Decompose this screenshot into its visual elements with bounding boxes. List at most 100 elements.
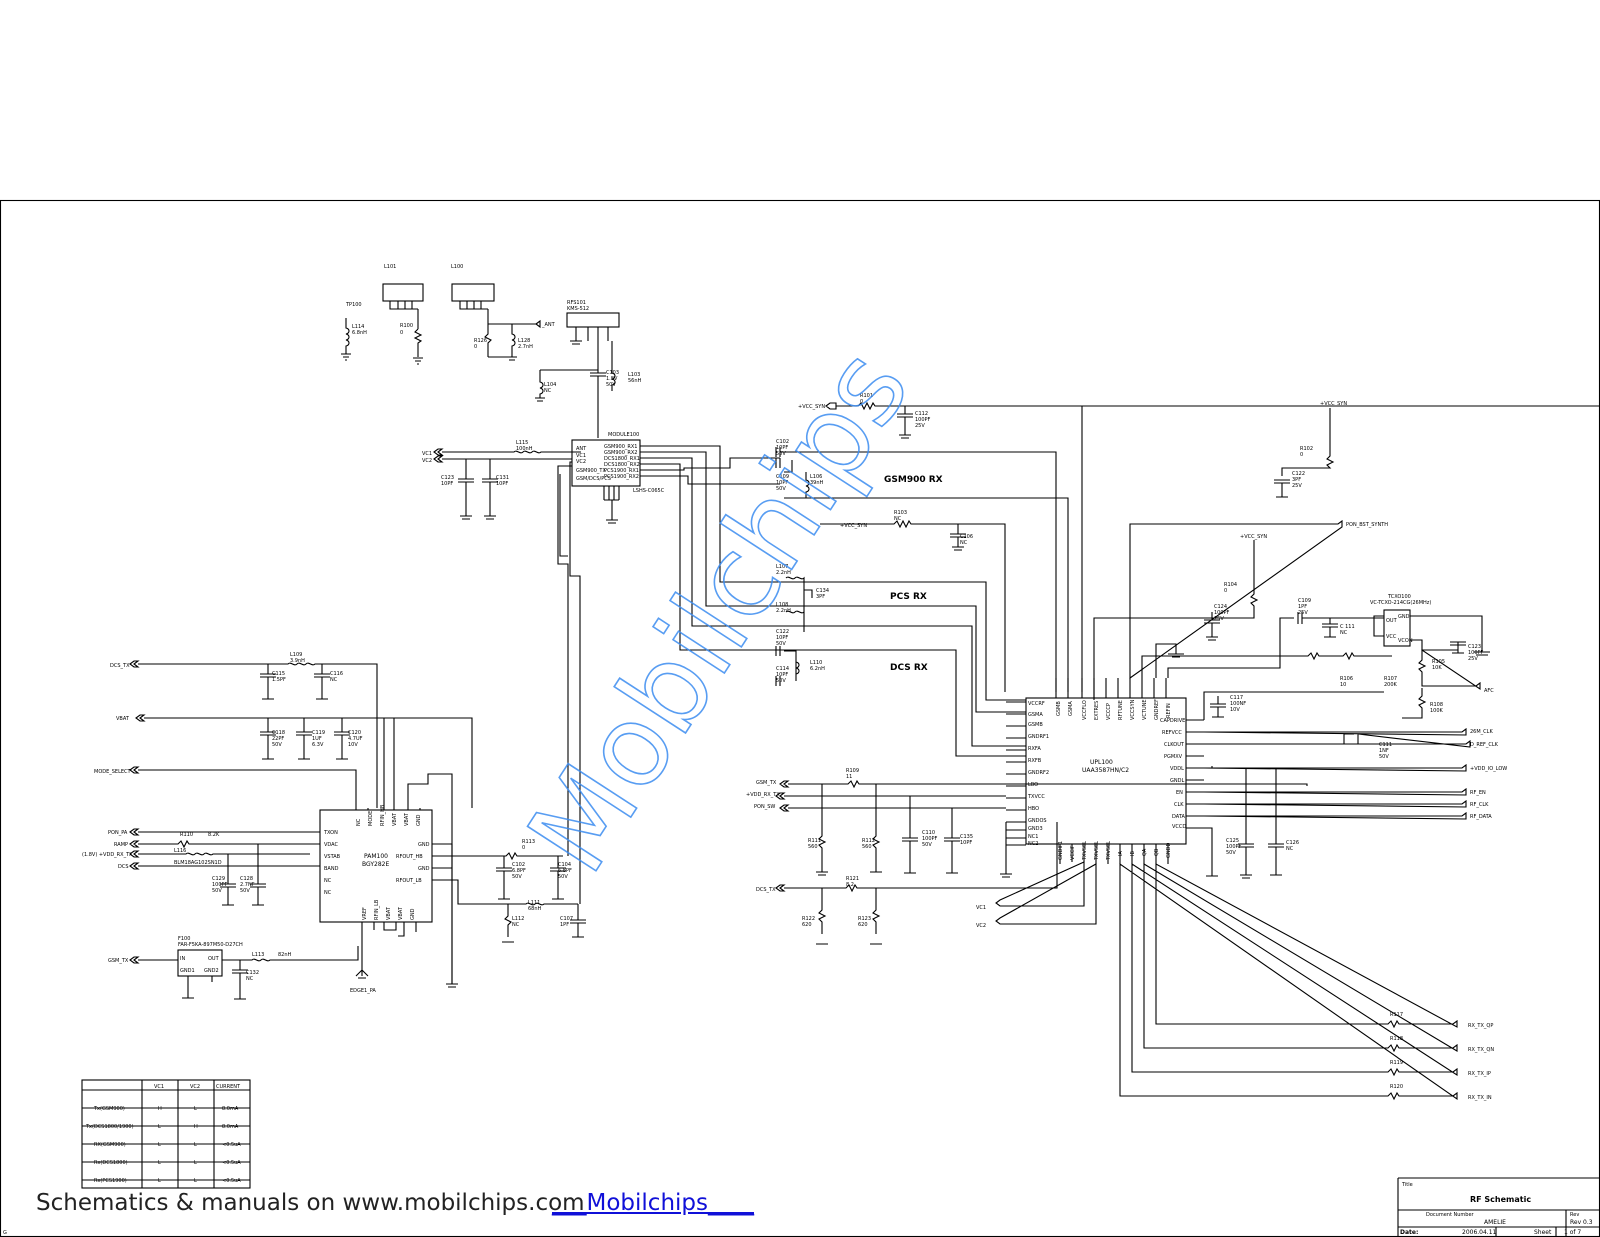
footer-link-label[interactable]: ___Mobilchips____ [552,1190,754,1216]
svg-text:L109: L109 [290,652,302,658]
svg-text:2.7nH: 2.7nH [518,344,533,350]
svg-text:+VDD_RX_TX: +VDD_RX_TX [746,792,780,798]
svg-text:C122: C122 [1292,471,1305,477]
svg-text:L: L [194,1178,197,1184]
svg-text:10PF: 10PF [776,672,788,678]
upl-right-pins [1186,719,1204,829]
svg-text:GND: GND [418,842,430,848]
svg-text:CURRENT: CURRENT [216,1084,241,1090]
svg-text:10V: 10V [1230,707,1240,713]
svg-text:10PF: 10PF [960,840,972,846]
svg-text:GND: GND [416,814,422,826]
svg-text:0: 0 [474,344,477,350]
svg-text:GND2: GND2 [204,968,219,974]
svg-text:Rev: Rev [1570,1212,1579,1218]
svg-text:50V: 50V [776,678,786,684]
svg-text:RF_EN: RF_EN [1470,790,1486,796]
svg-text:R126: R126 [474,338,487,344]
svg-text:R121: R121 [846,876,859,882]
svg-text:50V: 50V [776,486,786,492]
svg-text:L101: L101 [384,264,396,270]
svg-text:50V: 50V [212,888,222,894]
svg-text:RAMP: RAMP [114,842,128,848]
upl-bottom-pins: GNDIF1 VCCIF TXVSEL TXVSEL TXVSEL IA IB … [1058,841,1172,864]
svg-text:100NF: 100NF [1230,701,1246,707]
svg-text:25V: 25V [1468,656,1478,662]
svg-text:NC: NC [324,878,332,884]
svg-text:1NF: 1NF [1379,748,1389,754]
svg-text:PON_BST_SYNTH: PON_BST_SYNTH [1346,522,1388,528]
svg-text:8.2: 8.2 [846,882,854,888]
svg-text:VC2: VC2 [190,1084,200,1090]
svg-text:FAR-F5KA-897M50-D27CH: FAR-F5KA-897M50-D27CH [178,942,243,948]
svg-text:VC2: VC2 [976,923,986,929]
footer-text: Schematics & manuals on www.mobilchips.c… [36,1190,585,1216]
svg-text:C114: C114 [776,666,789,672]
svg-text:100K: 100K [1430,708,1444,714]
svg-text:R119: R119 [1390,1060,1403,1066]
svg-text:C 111: C 111 [1340,624,1355,630]
svg-text:LSHS-C065C: LSHS-C065C [633,488,665,494]
footer-link[interactable]: ___Mobilchips____ [552,1190,754,1216]
svg-text:Document Number: Document Number [1426,1212,1475,1218]
svg-text:NC: NC [960,540,968,546]
svg-text:NC: NC [544,388,552,394]
svg-text:0: 0 [1224,588,1227,594]
tcxo-body [1383,609,1411,647]
svg-text:VBAT: VBAT [392,812,398,826]
svg-text:MODE_SELECT: MODE_SELECT [94,769,132,775]
svg-text:R120: R120 [1390,1084,1403,1090]
svg-text:C102: C102 [512,862,525,868]
svg-text:56nH: 56nH [628,378,642,384]
svg-text:50V: 50V [272,742,282,748]
svg-text:VBAT: VBAT [404,812,410,826]
svg-text:50V: 50V [776,641,786,647]
svg-text:RF Schematic: RF Schematic [1470,1195,1531,1204]
svg-text:C126: C126 [1286,840,1299,846]
svg-text:VC-TCXO-214CG(26MHz): VC-TCXO-214CG(26MHz) [1370,600,1431,606]
svg-text:22PF: 22PF [272,736,284,742]
svg-text:1 of 7: 1 of 7 [1564,1229,1581,1236]
svg-text:NC1: NC1 [1028,834,1038,840]
svg-text:R103: R103 [894,510,907,516]
svg-text:2.2nH: 2.2nH [776,608,791,614]
title-block: Title RF Schematic Document Number AMELI… [1397,1177,1600,1237]
svg-text:R108: R108 [1430,702,1443,708]
svg-text:10: 10 [1340,682,1346,688]
svg-text:RFTUNE: RFTUNE [1118,700,1124,720]
svg-text:DCS1800_RX1: DCS1800_RX1 [604,456,640,462]
svg-text:560: 560 [862,844,872,850]
svg-text:2.7NF: 2.7NF [240,882,255,888]
svg-text:RX_TX_QN: RX_TX_QN [1468,1047,1494,1053]
svg-text:VC2: VC2 [576,459,586,465]
svg-text:C123: C123 [441,475,454,481]
svg-text:KMS-512: KMS-512 [567,306,589,312]
svg-text:R100: R100 [400,323,413,329]
svg-text:RX_TX_QP: RX_TX_QP [1468,1023,1493,1029]
corner-mark: G [3,1230,7,1236]
svg-text:8.0mA: 8.0mA [222,1106,239,1112]
svg-text:C117: C117 [1230,695,1243,701]
svg-text:VREF: VREF [362,907,368,920]
svg-text:RFS101: RFS101 [567,300,586,306]
svg-text:C109: C109 [776,474,789,480]
svg-text:C120: C120 [348,730,361,736]
svg-text:GNDRF2: GNDRF2 [1028,770,1049,776]
svg-text:H: H [194,1124,198,1130]
svg-text:C106: C106 [960,534,973,540]
svg-text:(1.8V) +VDD_RX_TX: (1.8V) +VDD_RX_TX [82,852,133,858]
svg-text:C129: C129 [212,876,225,882]
svg-text:GSMB: GSMB [1056,701,1062,716]
svg-text:GSMA: GSMA [1028,712,1043,718]
svg-text:3.9nH: 3.9nH [290,658,305,664]
svg-text:CAPDRIVE: CAPDRIVE [1160,718,1185,724]
svg-text:6.8PF: 6.8PF [512,868,526,874]
svg-text:NC: NC [1286,846,1294,852]
